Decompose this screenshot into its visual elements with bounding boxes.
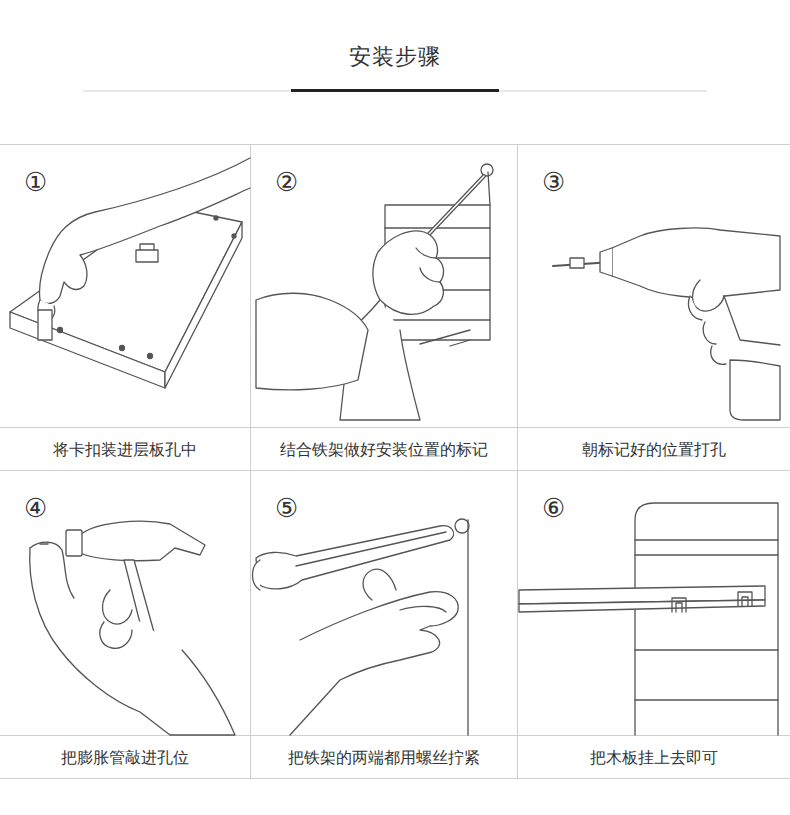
step-caption: 把膨胀管敲进孔位	[0, 736, 250, 779]
step-number: ②	[275, 169, 298, 195]
step-number: ⑥	[542, 495, 565, 521]
step-number: ①	[24, 169, 47, 195]
step-number: ④	[24, 495, 47, 521]
step-number: ⑤	[275, 495, 298, 521]
step-caption: 朝标记好的位置打孔	[518, 428, 790, 471]
step-caption: 将卡扣装进层板孔中	[0, 428, 250, 471]
step-caption: 把铁架的两端都用螺丝拧紧	[251, 736, 517, 779]
step-panel: ④ 把膨胀管敲进孔位	[0, 471, 250, 779]
page-title: 安装步骤	[0, 42, 790, 72]
grid-lines	[0, 144, 790, 779]
step-caption: 把木板挂上去即可	[518, 736, 790, 779]
step-panel: ⑥ 把木板挂上去即可	[518, 471, 790, 779]
step-caption: 结合铁架做好安装位置的标记	[251, 428, 517, 471]
step-panel: ② 结合铁架做好安装位置的标记	[251, 145, 517, 471]
header-rule	[83, 90, 707, 92]
step-number: ③	[542, 169, 565, 195]
step-panel: ⑤ 把铁架的两端都用螺丝拧紧	[251, 471, 517, 779]
step-panel: ③ 朝标记好的位置打孔	[518, 145, 790, 471]
step-panel: ① 将卡扣装进层板孔中	[0, 145, 250, 471]
